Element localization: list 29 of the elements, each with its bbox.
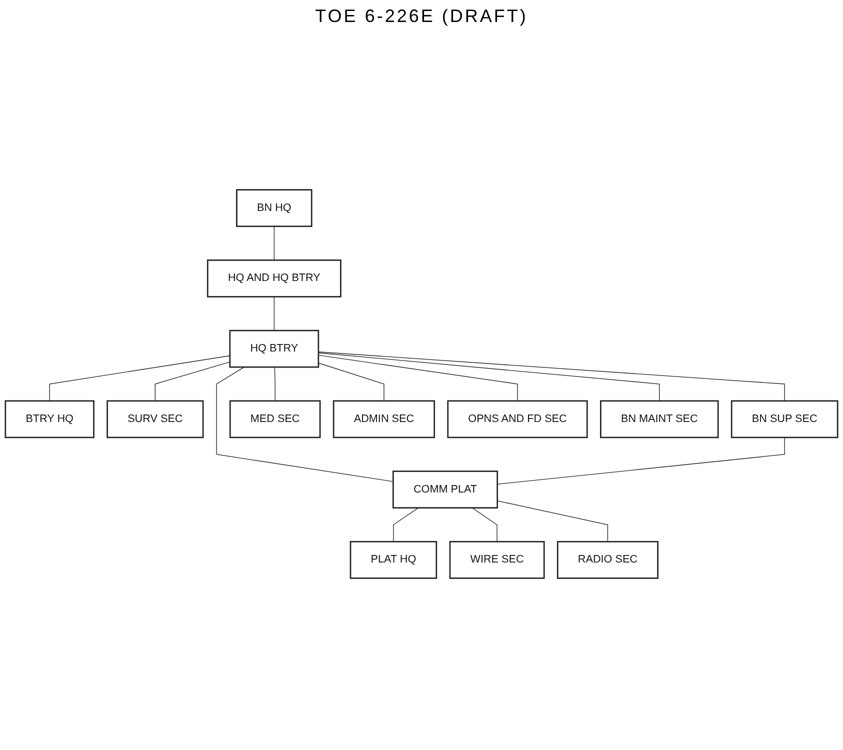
connector [496,500,608,542]
connector [274,366,276,402]
diagram-title: TOE 6-226E (DRAFT) [314,6,529,27]
node-box: HQ BTRY [229,330,320,368]
connector [154,362,230,402]
connector [318,362,384,402]
node-box: OPNS AND FD SEC [447,400,588,438]
node-box: MED SEC [229,400,321,438]
node-box: BN MAINT SEC [600,400,719,438]
node-box: BN HQ [236,189,312,228]
node-box: PLAT HQ [350,540,438,579]
connector [472,508,498,542]
connector [393,508,419,542]
node-box: COMM PLAT [392,470,498,508]
node-box: HQ AND HQ BTRY [206,260,342,298]
connector [318,354,518,402]
node-box: BN SUP SEC [730,400,838,438]
connector [274,226,275,260]
node-box: BTRY HQ [4,400,94,438]
node-box: SURV SEC [106,400,204,438]
connector [318,352,785,402]
connector [318,352,660,402]
node-box: WIRE SEC [449,540,545,579]
connector [216,366,394,482]
node-box: RADIO SEC [556,540,658,579]
connector [274,296,275,331]
node-box: ADMIN SEC [332,400,436,438]
connector [49,355,230,402]
connector [496,437,785,484]
